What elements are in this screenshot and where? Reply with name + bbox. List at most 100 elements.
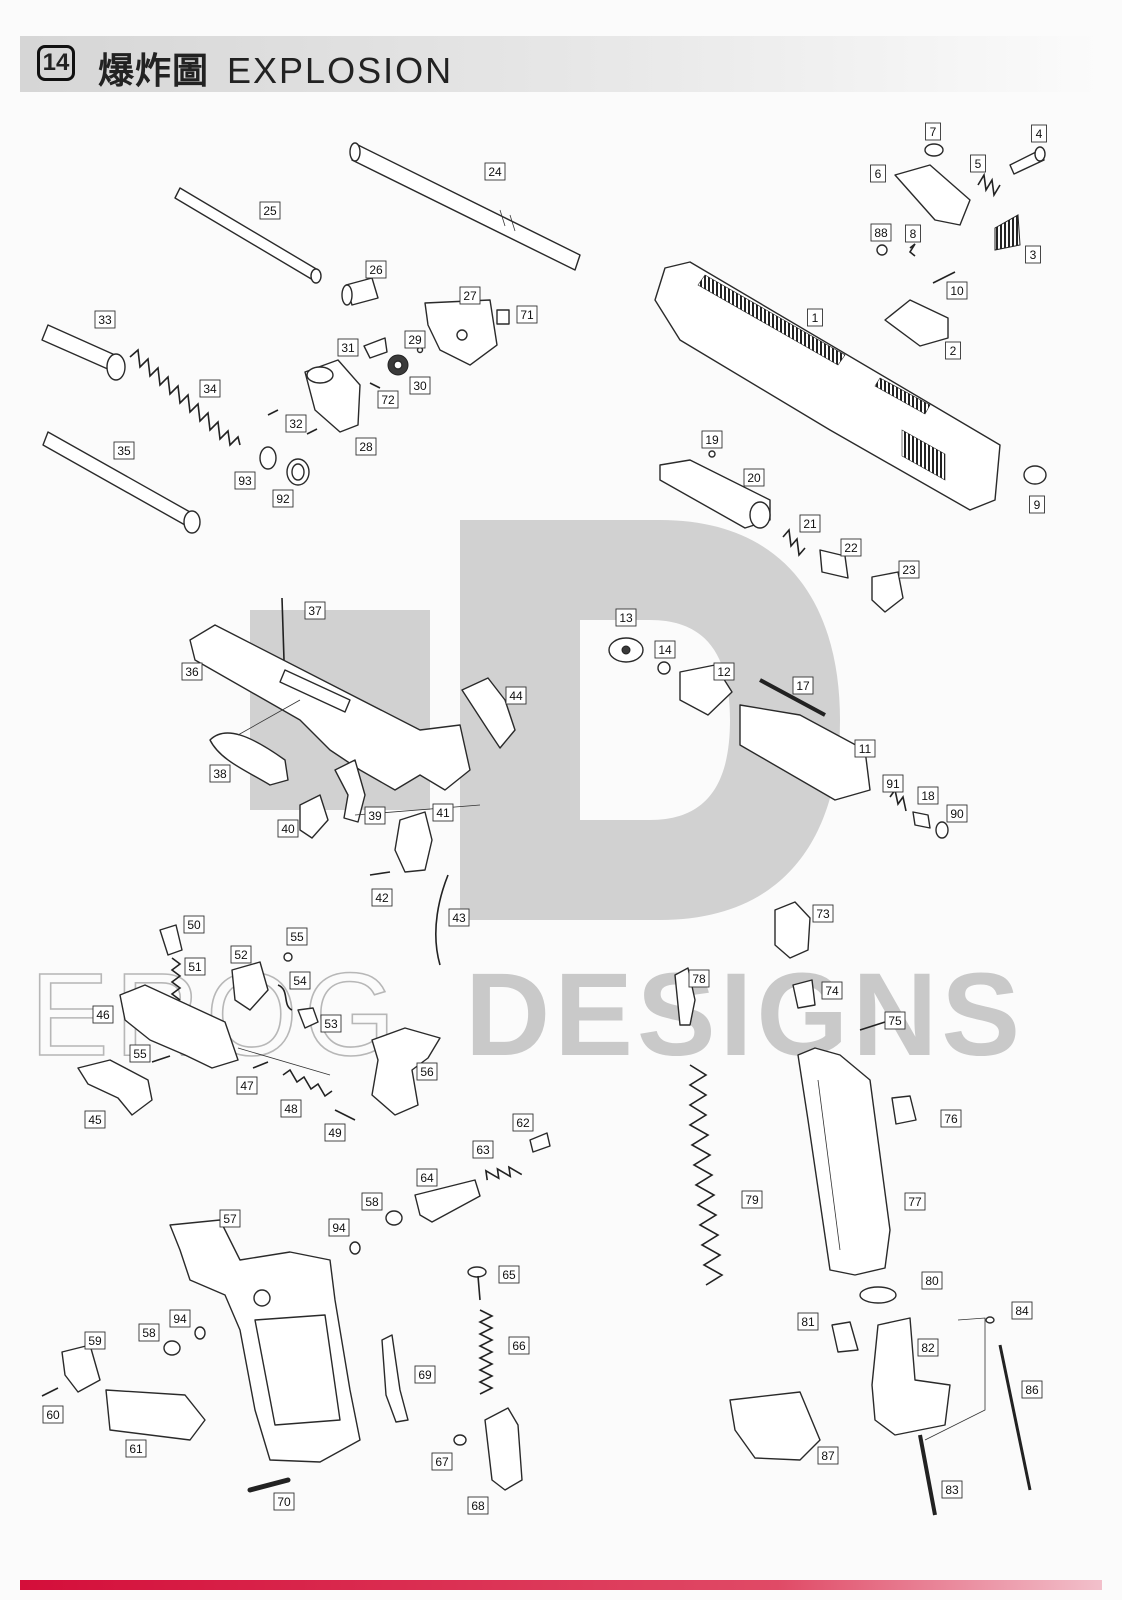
part-label-82: 82	[917, 1338, 939, 1357]
part-81-shape	[831, 1321, 859, 1353]
part-label-71: 71	[516, 305, 538, 324]
part-label-62: 62	[512, 1113, 534, 1132]
part-number-58: 58	[365, 1195, 379, 1209]
part-label-53: 53	[320, 1014, 342, 1033]
part-number-36: 36	[185, 665, 199, 679]
part-number-3: 3	[1030, 248, 1037, 262]
part-label-box	[337, 338, 359, 357]
part-number-29: 29	[408, 333, 422, 347]
part-label-box	[925, 122, 941, 141]
part-18-shape	[912, 811, 931, 829]
part-55-top-shape	[283, 952, 293, 962]
part-number-53: 53	[324, 1017, 338, 1031]
part-49-shape	[334, 1109, 356, 1121]
part-label-box	[125, 1439, 147, 1458]
part-56-shape	[371, 1027, 441, 1116]
part-label-box	[917, 786, 939, 805]
part-label-30: 30	[409, 376, 431, 395]
part-label-29: 29	[404, 330, 426, 349]
part-7-shape	[924, 143, 944, 157]
part-84-lead	[924, 1317, 986, 1441]
part-label-box	[505, 686, 527, 705]
part-label-box	[230, 945, 252, 964]
part-number-10: 10	[950, 284, 964, 298]
part-65-shape	[477, 1275, 481, 1301]
part-label-88: 88	[870, 223, 892, 242]
part-number-58: 58	[142, 1326, 156, 1340]
part-94-bottom-shape	[194, 1326, 206, 1340]
part-number-38: 38	[213, 767, 227, 781]
part-number-61: 61	[129, 1442, 143, 1456]
part-number-2: 2	[950, 344, 957, 358]
part-label-34: 34	[199, 379, 221, 398]
part-label-box	[219, 1209, 241, 1228]
part-label-box	[946, 804, 968, 823]
part-84-shape	[985, 1316, 995, 1324]
slide-group	[654, 143, 1047, 613]
part-label-51: 51	[184, 957, 206, 976]
part-72-shape	[369, 382, 381, 389]
part-17-shape	[759, 678, 826, 717]
part-number-91: 91	[886, 777, 900, 791]
part-number-37: 37	[308, 604, 322, 618]
part-38-shape	[209, 732, 289, 786]
part-37-shape	[281, 597, 285, 661]
part-label-box	[199, 379, 221, 398]
part-number-12: 12	[717, 665, 731, 679]
part-20-end	[749, 501, 771, 529]
part-number-52: 52	[234, 948, 248, 962]
part-number-94: 94	[332, 1221, 346, 1235]
part-number-5: 5	[975, 157, 982, 171]
part-label-box	[92, 1005, 114, 1024]
part-label-6: 6	[870, 164, 886, 183]
part-label-66: 66	[508, 1336, 530, 1355]
part-label-box	[817, 1446, 839, 1465]
part-label-box	[129, 1044, 151, 1063]
part-23-shape	[871, 571, 904, 613]
part-label-box	[364, 806, 386, 825]
part-label-box	[799, 514, 821, 533]
part-label-box	[854, 739, 876, 758]
part-label-box	[448, 908, 470, 927]
part-48-shape	[282, 1068, 333, 1098]
part-label-86: 86	[1021, 1380, 1043, 1399]
part-76-shape	[891, 1095, 917, 1125]
part-label-10: 10	[946, 281, 968, 300]
part-label-23: 23	[898, 560, 920, 579]
part-34-shape	[129, 348, 241, 447]
part-label-46: 46	[92, 1005, 114, 1024]
part-label-box	[905, 224, 921, 243]
part-number-68: 68	[471, 1499, 485, 1513]
part-label-64: 64	[416, 1168, 438, 1187]
part-number-94: 94	[173, 1312, 187, 1326]
part-number-55: 55	[290, 930, 304, 944]
part-label-78: 78	[688, 969, 710, 988]
part-label-4: 4	[1031, 124, 1047, 143]
part-number-69: 69	[418, 1368, 432, 1382]
watermark-logo-stem	[460, 520, 580, 920]
part-label-box	[42, 1405, 64, 1424]
part-number-26: 26	[369, 263, 383, 277]
part-number-8: 8	[910, 227, 917, 241]
part-label-87: 87	[817, 1446, 839, 1465]
part-number-22: 22	[844, 541, 858, 555]
part-label-box	[273, 1492, 295, 1511]
part-label-box	[272, 489, 294, 508]
part-64-shape	[414, 1179, 481, 1223]
part-label-44: 44	[505, 686, 527, 705]
part-label-box	[945, 341, 961, 360]
part-label-12: 12	[713, 662, 735, 681]
part-label-box	[743, 468, 765, 487]
part-label-box	[741, 1190, 763, 1209]
part-label-38: 38	[209, 764, 231, 783]
part-label-55t: 55	[286, 927, 308, 946]
part-24-ring2	[509, 214, 516, 232]
part-label-26: 26	[365, 260, 387, 279]
part-number-24: 24	[488, 165, 502, 179]
part-number-28: 28	[359, 440, 373, 454]
part-25-shape	[174, 187, 319, 281]
part-66-shape	[478, 1309, 494, 1395]
part-label-45: 45	[84, 1110, 106, 1129]
part-86-shape	[998, 1344, 1032, 1491]
part-1-rib	[697, 274, 846, 366]
